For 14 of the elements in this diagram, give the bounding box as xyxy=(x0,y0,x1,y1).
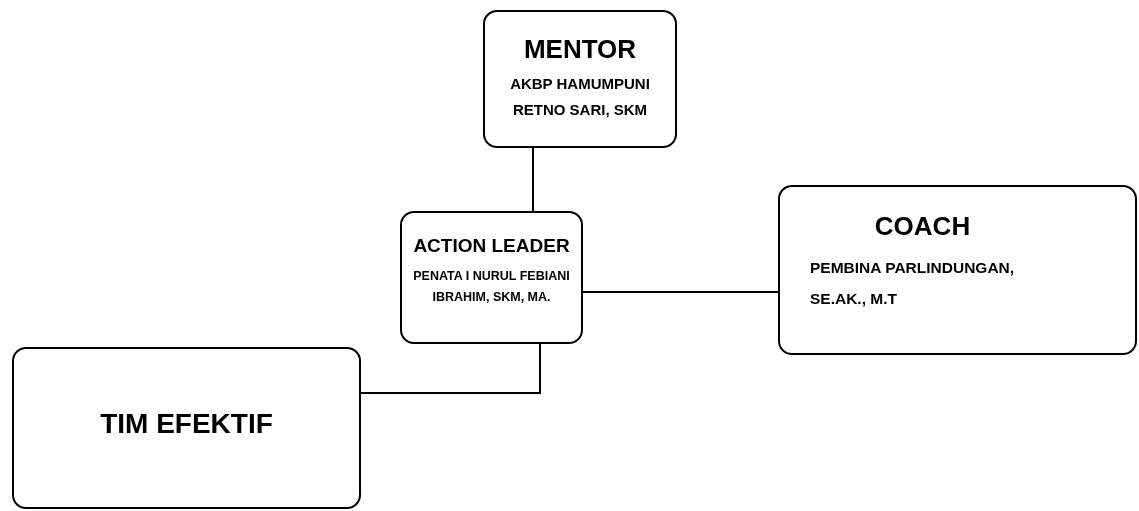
connector-line xyxy=(582,291,779,293)
connector-line xyxy=(532,147,534,212)
org-box xyxy=(400,211,583,344)
org-box xyxy=(778,185,1137,355)
person-name: PENATA I NURUL FEBIANI IBRAHIM, SKM, MA. xyxy=(412,267,571,307)
role-heading: TIM EFEKTIF xyxy=(99,407,274,441)
person-name: PEMBINA PARLINDUNGAN, SE.AK., M.T xyxy=(810,258,1016,310)
person-name: AKBP HAMUMPUNI RETNO SARI, SKM xyxy=(509,74,651,120)
org-box xyxy=(12,347,361,509)
role-heading: ACTION LEADER xyxy=(412,235,571,258)
connector-line xyxy=(360,343,541,394)
role-heading: COACH xyxy=(873,211,972,243)
role-heading: MENTOR xyxy=(522,34,638,66)
org-box xyxy=(483,10,677,148)
